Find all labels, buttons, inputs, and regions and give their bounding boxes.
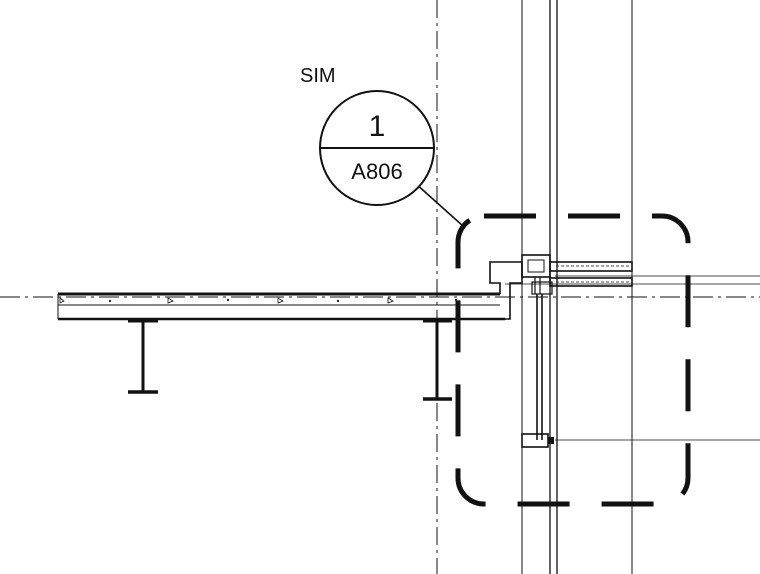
mullion-bottom-clip [521, 433, 549, 448]
concrete-hatch [59, 297, 458, 304]
steel-beams [128, 319, 452, 401]
steel-beam-left [128, 319, 158, 394]
slab-edge-pourstop [489, 261, 523, 320]
detail-boundary-dashed [455, 213, 691, 507]
callout-sim-label: SIM [300, 65, 336, 87]
floor-slab [57, 261, 523, 321]
spandrel-panel-lower [549, 277, 633, 287]
curtain-wall-anchor [521, 254, 633, 448]
spandrel-panel-upper [549, 261, 633, 272]
callout-detail-number: 1 [369, 110, 386, 143]
anchor-plate [521, 254, 551, 278]
detail-callout[interactable]: 1 A806 [319, 90, 435, 206]
steel-beam-right [423, 319, 452, 401]
callout-sheet-number: A806 [351, 159, 402, 184]
anchor-clip [527, 259, 545, 273]
callout-leader [414, 182, 464, 227]
